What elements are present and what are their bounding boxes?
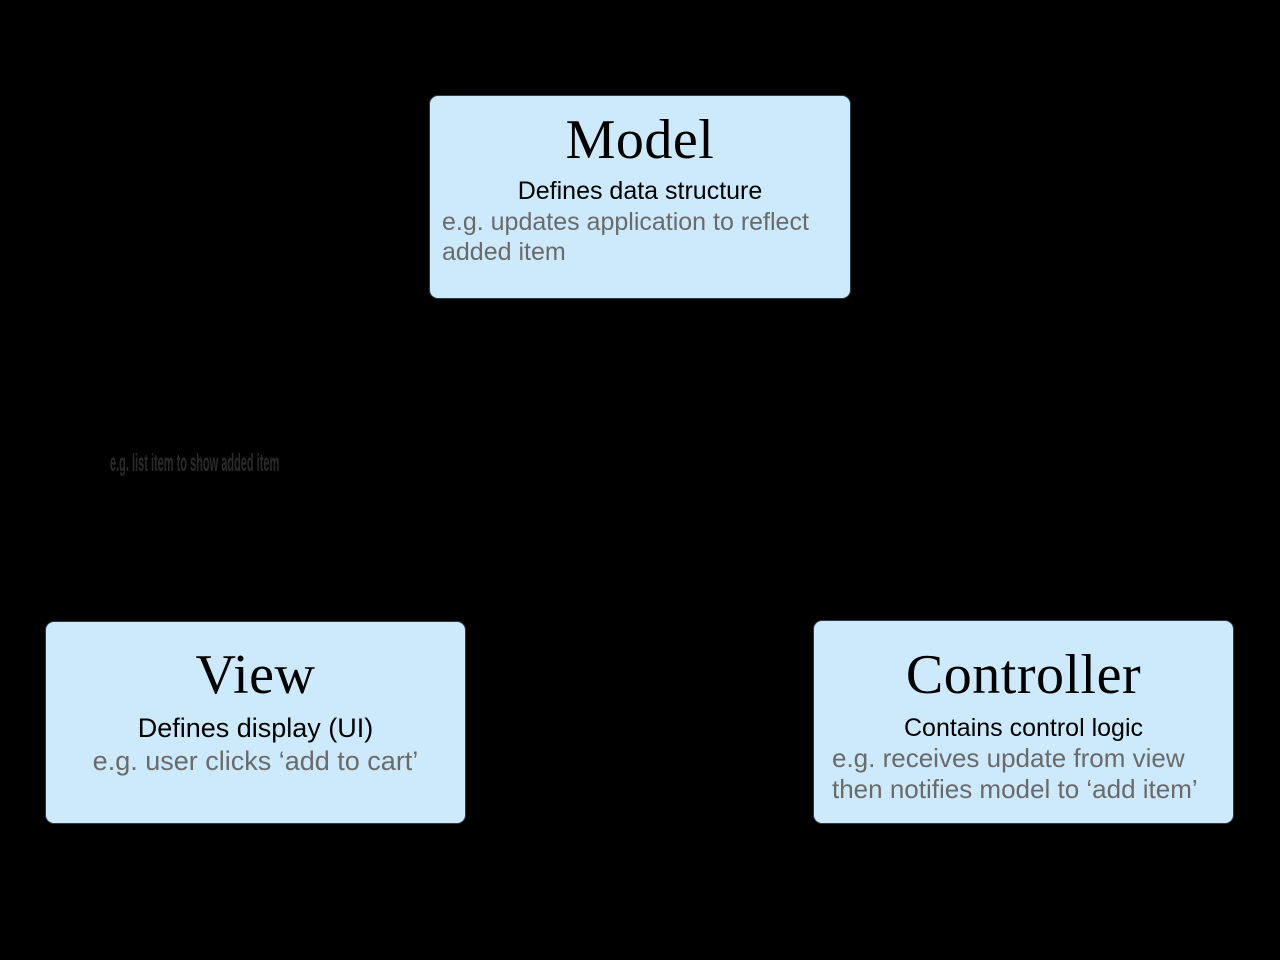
- node-model-title: Model: [565, 109, 715, 171]
- node-model-example: e.g. updates application to reflect adde…: [442, 208, 809, 266]
- node-controller-title: Controller: [905, 644, 1142, 706]
- node-controller[interactable]: Controller Contains control logic e.g. r…: [813, 620, 1234, 824]
- node-view-example: e.g. user clicks ‘add to cart’: [92, 746, 419, 776]
- node-model[interactable]: Model Defines data structure e.g. update…: [429, 95, 851, 299]
- node-view[interactable]: View Defines display (UI) e.g. user clic…: [45, 621, 466, 824]
- node-controller-example: e.g. receives update from view then noti…: [832, 743, 1198, 804]
- node-view-subtitle: Defines display (UI): [137, 713, 374, 743]
- edge-caption-view-to-model: e.g. list item to show added item: [110, 449, 280, 477]
- node-model-subtitle: Defines data structure: [517, 177, 763, 205]
- node-controller-subtitle: Contains control logic: [903, 714, 1143, 742]
- node-view-title: View: [195, 644, 316, 706]
